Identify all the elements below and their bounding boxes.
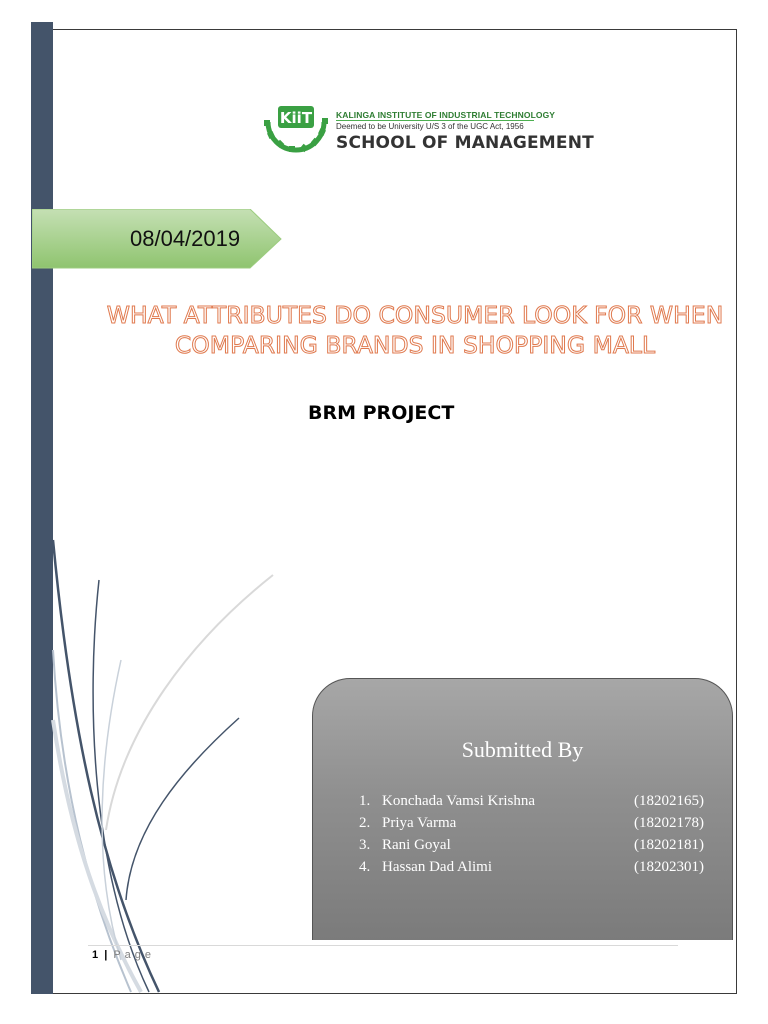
footer-separator: | bbox=[104, 949, 108, 961]
kiit-logo: KiiT KALINGA INSTITUTE OF INDUSTRIAL TEC… bbox=[262, 104, 594, 156]
list-item: 2. Priya Varma (18202178) bbox=[359, 815, 704, 837]
member-roll-number: (18202181) bbox=[634, 837, 704, 853]
date-banner: 08/04/2019 bbox=[31, 208, 282, 269]
page-footer: 1 | Page bbox=[92, 949, 155, 961]
member-number: 2. bbox=[359, 815, 371, 831]
member-name: Rani Goyal bbox=[382, 837, 451, 853]
list-item: 4. Hassan Dad Alimi (18202301) bbox=[359, 859, 704, 881]
member-name: Priya Varma bbox=[382, 815, 457, 831]
member-number: 4. bbox=[359, 859, 371, 875]
logo-divider bbox=[336, 120, 534, 121]
list-item: 1. Konchada Vamsi Krishna (18202165) bbox=[359, 793, 704, 815]
document-subtitle: BRM PROJECT bbox=[308, 402, 455, 424]
page-label: Page bbox=[113, 949, 156, 961]
member-number: 3. bbox=[359, 837, 371, 853]
member-roll-number: (18202178) bbox=[634, 815, 704, 831]
kiit-gear-icon: KiiT bbox=[264, 106, 328, 153]
member-list: 1. Konchada Vamsi Krishna (18202165) 2. … bbox=[359, 793, 704, 881]
document-title-line-1: WHAT ATTRIBUTES DO CONSUMER LOOK FOR WHE… bbox=[106, 301, 724, 330]
logo-mark-text: KiiT bbox=[280, 109, 313, 127]
member-name: Konchada Vamsi Krishna bbox=[382, 793, 536, 809]
decorative-curves bbox=[51, 539, 274, 993]
member-roll-number: (18202165) bbox=[634, 793, 704, 809]
page-number: 1 bbox=[92, 949, 99, 961]
member-roll-number: (18202301) bbox=[634, 859, 704, 875]
logo-institute-name: KALINGA INSTITUTE OF INDUSTRIAL TECHNOLO… bbox=[336, 110, 556, 120]
member-number: 1. bbox=[359, 793, 371, 809]
submitted-by-box: Submitted By 1. Konchada Vamsi Krishna (… bbox=[312, 678, 733, 940]
member-name: Hassan Dad Alimi bbox=[382, 859, 492, 875]
document-date: 08/04/2019 bbox=[130, 226, 241, 251]
footer-rule bbox=[88, 945, 678, 946]
document-title: WHAT ATTRIBUTES DO CONSUMER LOOK FOR WHE… bbox=[100, 300, 730, 360]
date-banner-shape bbox=[31, 208, 282, 269]
list-item: 3. Rani Goyal (18202181) bbox=[359, 837, 704, 859]
logo-university-note: Deemed to be University U/S 3 of the UGC… bbox=[336, 122, 524, 131]
document-title-line-2: COMPARING BRANDS IN SHOPPING MALL bbox=[174, 331, 656, 360]
logo-school-name: SCHOOL OF MANAGEMENT bbox=[336, 133, 594, 153]
submitted-by-heading: Submitted By bbox=[461, 737, 584, 762]
